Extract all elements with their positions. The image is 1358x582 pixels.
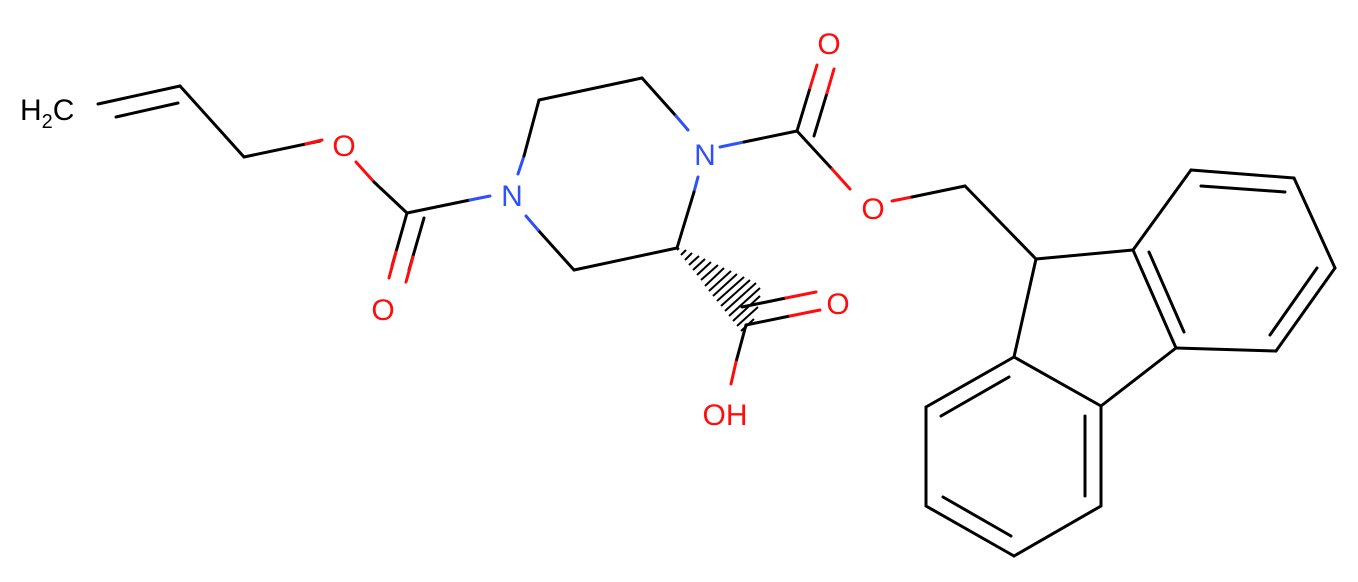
bond-c5-n4-blue: [524, 214, 540, 232]
bond-cooh-c-o-red: [788, 308, 822, 318]
bond-c3-c2: [537, 76, 644, 102]
bond-l3: [924, 504, 1016, 558]
bond-c-o-allyl-2r: [404, 255, 415, 284]
atom-n4: N: [501, 180, 523, 213]
bond-r3: [1292, 176, 1337, 270]
bond-o-c-allyl-b: [372, 180, 409, 215]
bond-c4a-c4b: [1099, 346, 1178, 408]
bond-n1-c6-blue: [692, 175, 700, 194]
bond-n1-c6: [675, 190, 696, 250]
bond-fmoc-c-o-2: [812, 91, 829, 138]
bond-c2-n1-blue: [674, 114, 690, 132]
bond-n1-c-fmoc-blue: [718, 140, 746, 149]
bond-n1-c-fmoc: [742, 129, 799, 144]
bond-r-d1: [1199, 184, 1287, 194]
atom-h2c: H2C: [20, 94, 74, 133]
hashed-wedge-bond: [676, 247, 761, 332]
bond-c2-n1: [640, 76, 678, 118]
bond-fmoc-c-o-1r: [808, 63, 819, 90]
bond-cooh-c-oh: [734, 323, 748, 364]
bond-r-d2: [1268, 266, 1319, 337]
bond-o-c-allyl: [354, 160, 376, 184]
bond-fmoc-c-o-ether: [795, 129, 834, 171]
bond-c-o-allyl-1r: [387, 250, 398, 280]
atom-o-acid-carbonyl: O: [826, 288, 849, 321]
atom-o-fmoc-ether: O: [861, 193, 884, 226]
bond-o-ch2: [910, 184, 967, 199]
bond-ch2-ch: [96, 84, 182, 106]
bond-cooh-c-o: [744, 314, 792, 327]
bond-r-d3: [1147, 250, 1186, 334]
bond-l-d2: [941, 495, 1013, 538]
bond-c6-c5: [572, 246, 679, 272]
bond-r1: [1131, 168, 1193, 252]
bond-l-d1: [939, 375, 1011, 418]
bond-fmoc-c-o-2r: [825, 67, 836, 95]
bond-r5: [1174, 346, 1278, 353]
bond-ch2-o-red: [304, 138, 324, 146]
bond-ch2-c9: [963, 184, 1038, 261]
atom-n1: N: [694, 139, 716, 172]
bond-fmoc-c-o-1: [795, 86, 812, 133]
atom-oh-acid: OH: [703, 399, 748, 432]
bond-c-n4-blue: [468, 194, 492, 202]
bond-ch2-ch-double: [114, 101, 180, 119]
bond-c9-c8a: [1012, 257, 1038, 359]
bond-c9a-c4a: [1131, 248, 1178, 350]
bond-n4-c3-blue: [516, 154, 526, 176]
bond-l4: [1012, 504, 1103, 558]
bond-c5-n4: [536, 228, 576, 272]
bond-c8a-c4b: [1012, 355, 1103, 408]
atom-o-allyl-ether: O: [332, 130, 355, 163]
bond-cooh-c-o-2-red: [784, 290, 818, 300]
bond-cooh-c-oh-red: [729, 360, 738, 386]
bond-fmoc-c-o-ether-red: [830, 167, 852, 191]
atom-o-fmoc-carbonyl: O: [817, 28, 840, 61]
bond-cooh-c-o-2: [740, 296, 788, 309]
bond-o-ch2-red: [890, 195, 914, 203]
bond-c-n4: [405, 198, 472, 215]
bond-r4: [1274, 266, 1337, 353]
atom-o-allyl-carbonyl: O: [371, 294, 394, 327]
bond-n4-c3: [522, 98, 541, 158]
bond-l1: [924, 355, 1016, 409]
bond-c9-c9a: [1034, 248, 1135, 261]
bond-ch-ch2: [178, 84, 246, 159]
bond-r2: [1189, 168, 1296, 180]
